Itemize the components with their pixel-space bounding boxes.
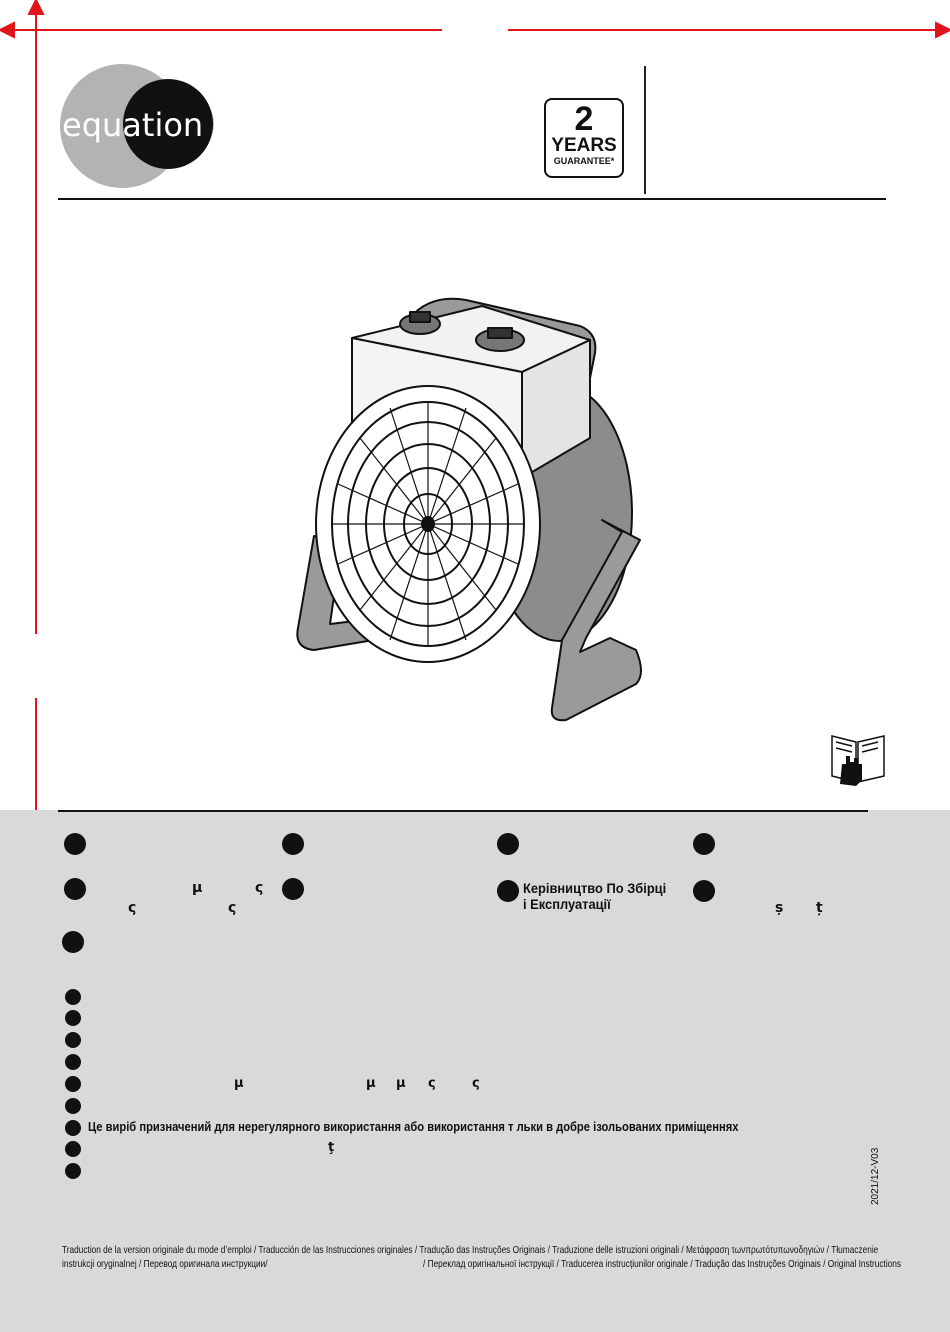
read-manual-icon (831, 735, 885, 786)
guarantee-years: YEARS (551, 135, 617, 156)
guarantee-label: GUARANTEE* (553, 156, 615, 166)
guarantee-number: 2 (574, 100, 594, 138)
warning-bullet (65, 1010, 81, 1026)
language-bullet (282, 833, 304, 855)
translation-notice-line-2a: instrukcji oryginalnej / Перевод оригина… (62, 1258, 268, 1270)
romanian-fragment: ţ (328, 1140, 335, 1155)
header-vertical-divider (644, 66, 646, 194)
language-bullet (62, 931, 84, 953)
warning-bullet (65, 1120, 81, 1136)
guarantee-badge: 2 YEARS GUARANTEE* (544, 98, 624, 178)
language-bullet (497, 833, 519, 855)
warning-bullet (65, 1098, 81, 1114)
document-version: 2021/12-V03 (870, 1147, 881, 1205)
greek-fragment: ς (255, 880, 264, 896)
translation-notice-line-2b: / Переклад оригінальної інструкції / Tra… (423, 1258, 902, 1270)
language-bullet (64, 833, 86, 855)
warning-bullet (65, 1076, 81, 1092)
greek-fragment: μ (396, 1076, 406, 1091)
language-bullet (64, 878, 86, 900)
greek-fragment: μ (234, 1076, 244, 1091)
greek-fragment: ς (472, 1076, 480, 1091)
greek-fragment: ς (428, 1076, 436, 1091)
brand-name: equation (62, 106, 203, 144)
warning-bullet (65, 1054, 81, 1070)
language-panel (0, 810, 950, 1332)
language-bullet (497, 880, 519, 902)
language-bullet (693, 833, 715, 855)
language-bullet (282, 878, 304, 900)
language-bullet (693, 880, 715, 902)
panel-rule (58, 810, 868, 812)
greek-fragment: ς (228, 900, 237, 916)
warning-bullet (65, 1141, 81, 1157)
greek-fragment: ς (128, 900, 137, 916)
warning-bullet (65, 989, 81, 1005)
header-rule (58, 198, 886, 200)
greek-fragment: μ (192, 880, 203, 896)
brand-logo: equation (60, 64, 214, 188)
language-title-uk: Керівництво По Збірці і Експлуатації (523, 880, 667, 912)
romanian-fragment: ș (775, 900, 784, 916)
romanian-fragment: ț (816, 900, 823, 916)
warning-bullet (65, 1032, 81, 1048)
warning-text-uk: Це виріб призначений для нерегулярного в… (88, 1119, 739, 1134)
greek-fragment: μ (366, 1076, 376, 1091)
warning-bullet (65, 1163, 81, 1179)
fan-heater-illustration (296, 297, 642, 722)
translation-notice-line-1: Traduction de la version originale du mo… (62, 1244, 879, 1256)
